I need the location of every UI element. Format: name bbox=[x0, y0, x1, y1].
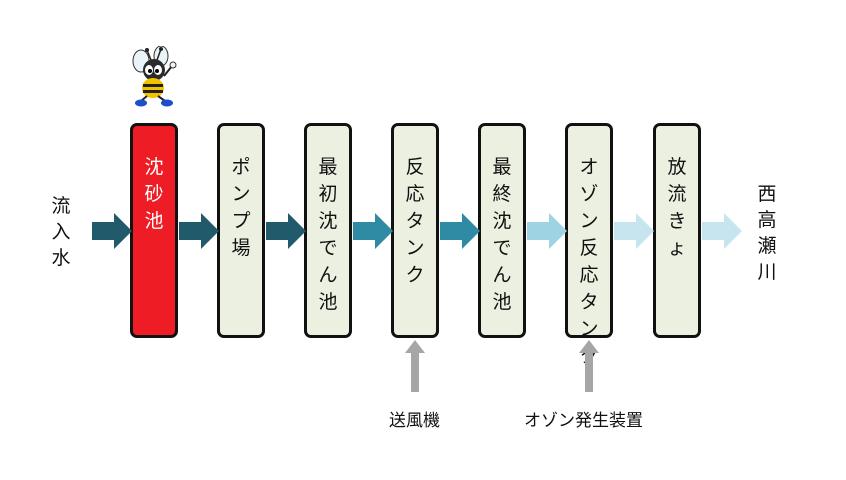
blower-input-arrow-icon bbox=[405, 340, 425, 392]
blower-caption: 送風機 bbox=[389, 411, 440, 431]
stage-label: 放流きょ bbox=[667, 156, 687, 259]
flow-arrow-icon bbox=[92, 213, 132, 249]
flow-arrow-icon bbox=[266, 213, 306, 249]
stage-pump-station[interactable]: ポンプ場 bbox=[217, 123, 265, 338]
outflow-label: 西高瀬川 bbox=[757, 183, 777, 283]
ozone-generator-caption: オゾン発生装置 bbox=[524, 411, 643, 431]
flow-arrow-icon bbox=[614, 213, 654, 249]
stage-label: 反応タンク bbox=[405, 156, 425, 286]
stage-discharge-channel[interactable]: 放流きょ bbox=[653, 123, 701, 338]
stage-label: ポンプ場 bbox=[231, 156, 251, 259]
stage-grit-chamber[interactable]: 沈砂池 bbox=[130, 123, 178, 338]
flow-arrow-icon bbox=[179, 213, 219, 249]
stage-ozone-reaction-tank[interactable]: オゾン反応タンク bbox=[565, 123, 613, 367]
stage-label: オゾン反応タンク bbox=[579, 156, 599, 367]
stage-label: 最初沈でん池 bbox=[318, 156, 338, 313]
stage-label: 最終沈でん池 bbox=[492, 156, 512, 313]
flow-arrow-icon bbox=[353, 213, 393, 249]
stage-label: 沈砂池 bbox=[144, 156, 164, 232]
bee-mascot-icon bbox=[132, 46, 177, 107]
flow-arrow-icon bbox=[440, 213, 480, 249]
ozone-input-arrow-icon bbox=[579, 340, 599, 392]
stage-reaction-tank[interactable]: 反応タンク bbox=[391, 123, 439, 338]
stage-final-clarifier[interactable]: 最終沈でん池 bbox=[478, 123, 526, 338]
flow-arrow-icon bbox=[702, 213, 742, 249]
inflow-label: 流入水 bbox=[51, 195, 71, 269]
flow-arrow-icon bbox=[527, 213, 567, 249]
stage-primary-clarifier[interactable]: 最初沈でん池 bbox=[304, 123, 352, 338]
